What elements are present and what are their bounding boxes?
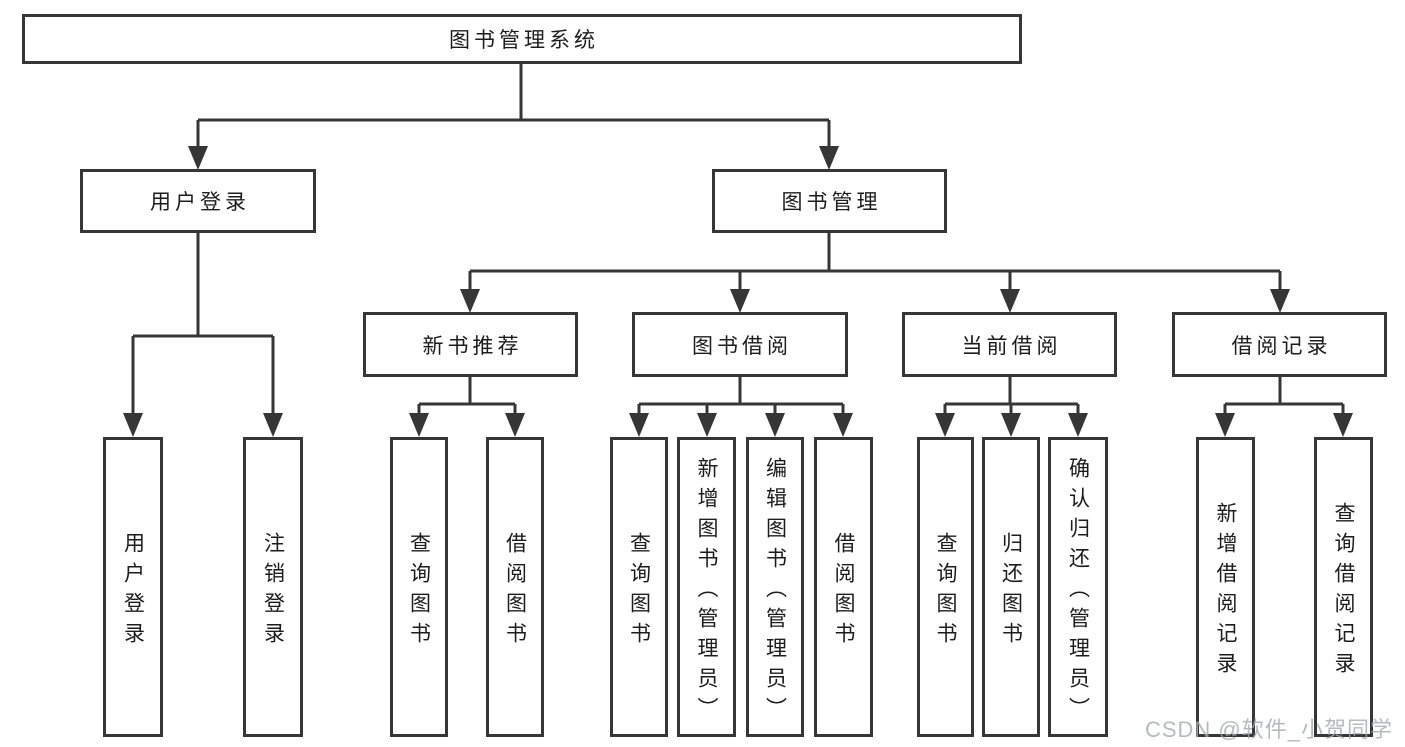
connector-root-to-level2 [188,64,839,170]
node-book-borrow-label: 图书借阅 [692,334,792,358]
leaf-return-book: 归还图书 [982,437,1040,737]
leaf-newrec-query-book-label: 查询图书 [407,531,431,652]
node-borrow-records-label: 借阅记录 [1231,334,1332,358]
leaf-borrow-query-book: 查询图书 [610,437,668,737]
leaf-return-book-label: 归还图书 [999,531,1023,652]
leaf-newrec-borrow-book-label: 借阅图书 [503,531,527,652]
leaf-newrec-query-book: 查询图书 [390,437,448,737]
leaf-edit-book-admin-label: 编辑图书（管理员） [763,456,787,727]
connector-book-borrow-children [629,377,853,437]
node-new-book-recommend: 新书推荐 [363,312,578,377]
leaf-current-query-book: 查询图书 [917,437,974,737]
leaf-user-login: 用户登录 [103,437,163,737]
connector-book-mgmt-children [460,233,1290,313]
node-book-borrow: 图书借阅 [632,312,848,377]
leaf-borrow-query-book-label: 查询图书 [627,531,651,652]
leaf-user-login-label: 用户登录 [121,531,145,652]
leaf-confirm-return-admin: 确认归还（管理员） [1048,437,1108,737]
node-book-management: 图书管理 [712,169,947,233]
node-book-management-label: 图书管理 [781,191,882,214]
connector-new-book-children [409,377,525,437]
leaf-borrow-book-label: 借阅图书 [832,531,855,652]
leaf-logout: 注销登录 [243,437,303,737]
node-current-borrow: 当前借阅 [902,312,1117,377]
leaf-add-book-admin: 新增图书（管理员） [677,437,736,737]
leaf-query-borrow-record-label: 查询借阅记录 [1332,501,1355,682]
leaf-borrow-book: 借阅图书 [814,437,873,737]
leaf-confirm-return-admin-label: 确认归还（管理员） [1066,456,1090,727]
leaf-add-book-admin-label: 新增图书（管理员） [695,456,718,727]
leaf-edit-book-admin: 编辑图书（管理员） [746,437,804,737]
leaf-newrec-borrow-book: 借阅图书 [486,437,544,737]
node-user-login: 用户登录 [80,169,316,233]
node-root-system: 图书管理系统 [22,14,1022,64]
connector-user-login-children [123,233,283,437]
leaf-add-borrow-record: 新增借阅记录 [1196,437,1255,737]
node-new-book-recommend-label: 新书推荐 [422,334,523,358]
watermark: CSDN @软件_小贺同学 [1145,712,1393,744]
connector-current-borrow-children [935,377,1088,437]
node-root-system-label: 图书管理系统 [449,29,599,52]
node-borrow-records: 借阅记录 [1172,312,1387,377]
leaf-query-borrow-record: 查询借阅记录 [1314,437,1373,737]
watermark-text: CSDN @软件_小贺同学 [1144,717,1393,742]
connector-borrow-records-children [1215,377,1353,437]
node-current-borrow-label: 当前借阅 [961,334,1062,358]
leaf-current-query-book-label: 查询图书 [934,531,957,652]
node-user-login-label: 用户登录 [150,191,250,214]
leaf-logout-label: 注销登录 [261,531,285,652]
leaf-add-borrow-record-label: 新增借阅记录 [1214,501,1237,682]
